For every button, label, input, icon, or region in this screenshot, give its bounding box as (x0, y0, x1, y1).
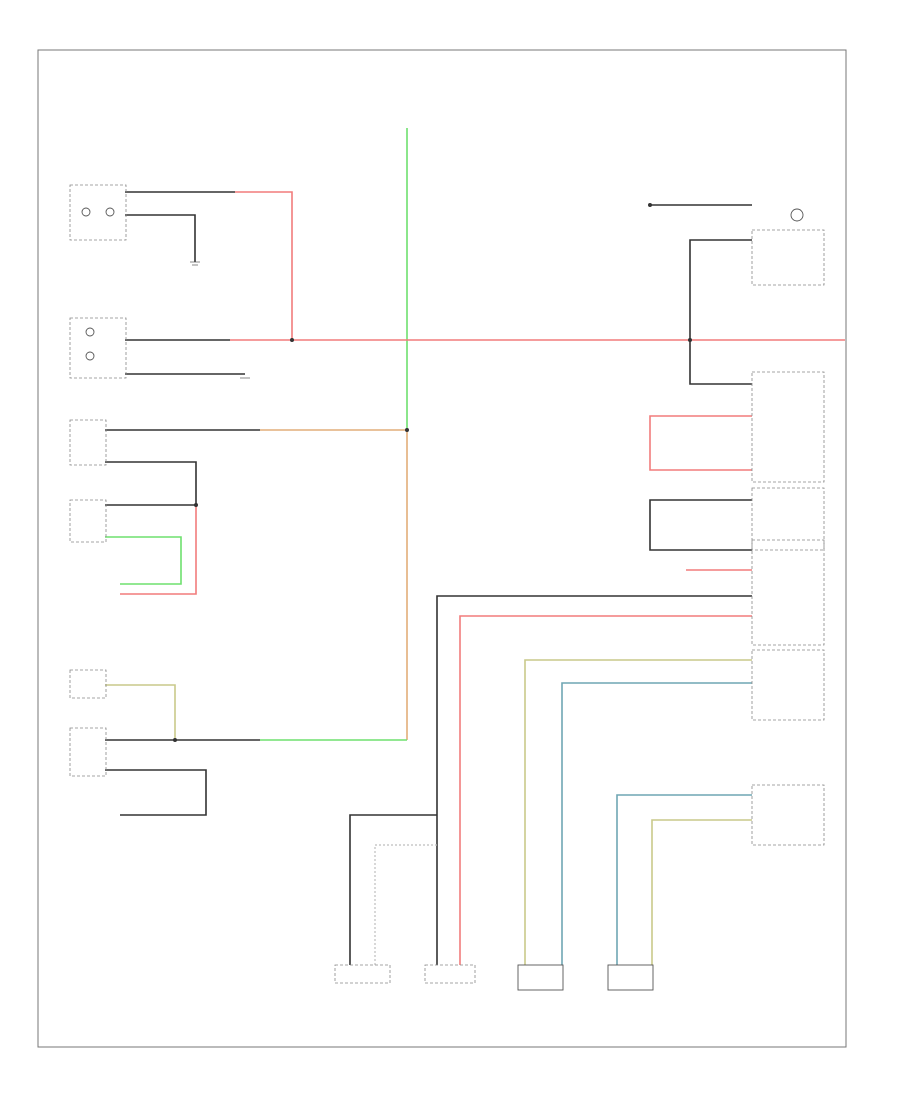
wire-right-rear-blue (616, 794, 752, 965)
front-door-switch-contact (85, 351, 95, 361)
driver-airbag-module (751, 371, 825, 483)
wires (105, 128, 845, 965)
wire-left-red-long (459, 615, 752, 965)
wire-front-airbag-black (649, 499, 752, 551)
splice-dot (194, 503, 198, 507)
wire-rear-door-red (235, 191, 293, 340)
splice-dot (405, 428, 409, 432)
clock-spring (790, 208, 804, 222)
components (69, 184, 825, 991)
steering-wheel-module (751, 229, 825, 286)
wire-right-rear-yellow (651, 819, 752, 965)
wire-passenger-sensor-red (120, 505, 197, 595)
front-door-switch-contact (85, 327, 95, 337)
front-pressure-sensor (424, 964, 476, 984)
wire-rear-side-blue (561, 682, 752, 965)
splice-dot (688, 338, 692, 342)
wire-passenger-sensor-green (105, 536, 182, 585)
right-rear-side-module (751, 784, 825, 846)
rear-door-switch (69, 184, 127, 241)
wire-driver-seat-return (105, 769, 207, 816)
wire-steering-black (689, 239, 752, 385)
left-curtain-module (751, 539, 825, 646)
wire-lap-belt-yellow (105, 684, 176, 740)
left-rear-impact-sensor (517, 964, 564, 991)
rear-door-switch-contact (105, 207, 115, 217)
front-door-switch (69, 317, 127, 379)
front-airbag-module (751, 487, 825, 551)
splice-dot (290, 338, 294, 342)
wire-left-black-long (436, 595, 752, 965)
wire-occupant-grey (374, 844, 437, 965)
passenger-occupant-sensor (69, 499, 107, 543)
splice-dot (648, 203, 652, 207)
right-rear-impact-sensor (607, 964, 654, 991)
wire-passenger-seat-return (105, 461, 197, 506)
wire-rear-side-yellow (524, 659, 752, 965)
wire-rear-door-ground (125, 214, 196, 262)
driver-seat-belt-switch (69, 727, 107, 777)
passenger-occupant-module (69, 669, 107, 699)
diagram-frame (37, 49, 847, 1048)
occupant-pressure-sensor (334, 964, 391, 984)
rear-door-switch-contact (81, 207, 91, 217)
splice-dot (173, 738, 177, 742)
left-rear-side-module (751, 649, 825, 721)
wire-occupant-black (349, 814, 437, 965)
wire-driver-airbag-red (649, 415, 752, 471)
passenger-seat-belt-switch (69, 419, 107, 466)
